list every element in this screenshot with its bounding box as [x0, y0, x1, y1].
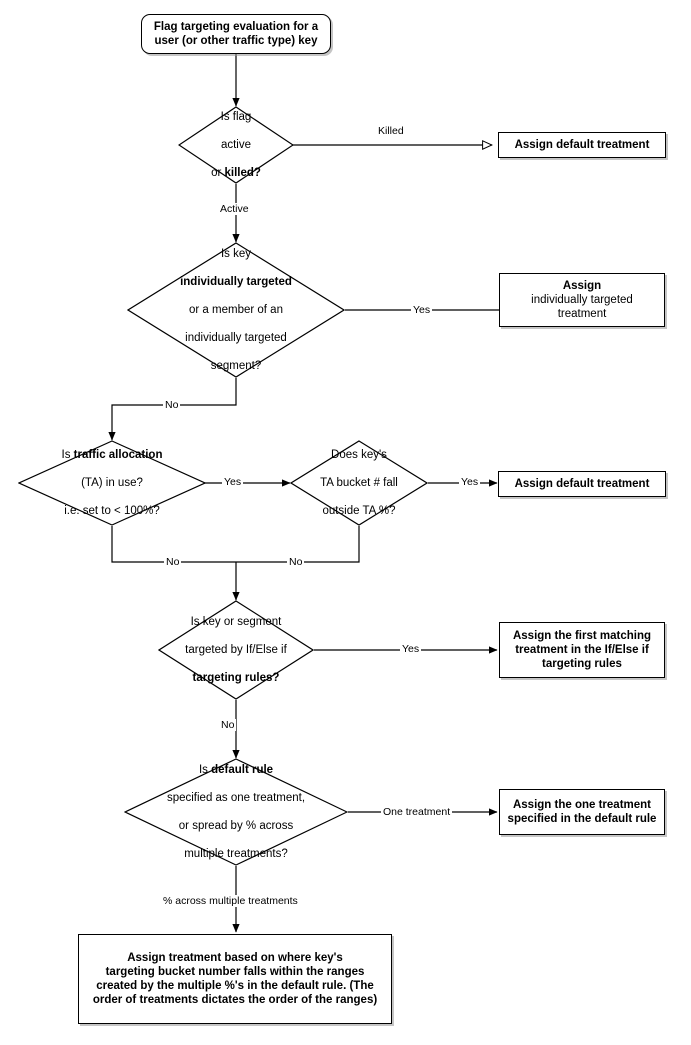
decision-default-rule-label: Is default rule specified as one treatme…: [146, 749, 325, 875]
assign-default-2-label: Assign default treatment: [514, 478, 650, 490]
edge-label-killed: Killed: [376, 125, 406, 137]
ta-line-2: (TA) in use?: [81, 477, 143, 489]
node-decision-individually-targeted[interactable]: Is key individually targeted or a member…: [127, 242, 345, 378]
default-rule-line-4: multiple treatments?: [184, 848, 288, 860]
edge-label-default-one: One treatment: [381, 806, 453, 818]
start-line-1: Flag targeting evaluation for a: [153, 21, 319, 33]
edge-label-active: Active: [218, 203, 251, 215]
individual-box-line-2: individually targeted: [531, 294, 633, 306]
ifelse-line-1: Is key or segment: [190, 616, 282, 628]
first-matching-line-3: targeting rules: [542, 658, 622, 670]
flag-active-line-3-bold: killed?: [224, 167, 261, 179]
node-decision-default-rule[interactable]: Is default rule specified as one treatme…: [124, 758, 348, 866]
node-decision-traffic-allocation[interactable]: Is traffic allocation (TA) in use? i.e. …: [18, 440, 206, 526]
ta-line-3: i.e. set to < 100%?: [64, 505, 160, 517]
node-assign-default-treatment-2[interactable]: Assign default treatment: [498, 471, 666, 497]
node-assign-first-matching[interactable]: Assign the first matching treatment in t…: [499, 622, 665, 678]
edge-label-bucket-yes: Yes: [459, 476, 481, 488]
flag-active-line-3-pre: or: [211, 167, 225, 179]
diamond-shape: [178, 106, 294, 184]
spread-line-2: targeting bucket number falls within the…: [105, 966, 365, 978]
individual-box-line-3: treatment: [557, 308, 607, 320]
ta-line-1: Is traffic allocation: [61, 449, 163, 461]
ifelse-line-3: targeting rules?: [192, 672, 280, 684]
first-matching-line-1: Assign the first matching: [512, 630, 652, 642]
node-assign-one-treatment[interactable]: Assign the one treatment specified in th…: [499, 789, 665, 835]
first-matching-line-2: treatment in the If/Else if: [515, 644, 649, 656]
decision-flag-active-label: Is flag active or killed?: [193, 96, 279, 194]
node-assign-default-treatment-1[interactable]: Assign default treatment: [498, 132, 666, 158]
spread-line-3: created by the multiple %'s in the defau…: [96, 980, 374, 992]
default-rule-line-1: Is default rule: [198, 764, 274, 776]
edge-label-bucket-no: No: [287, 556, 305, 568]
diamond-shape: [158, 600, 314, 700]
node-decision-ifelse-rules[interactable]: Is key or segment targeted by If/Else if…: [158, 600, 314, 700]
diamond-shape: [18, 440, 206, 526]
flag-active-line-3: or killed?: [193, 166, 279, 180]
node-decision-flag-active[interactable]: Is flag active or killed?: [178, 106, 294, 184]
diamond-shape: [124, 758, 348, 866]
decision-individually-targeted-label: Is key individually targeted or a member…: [155, 233, 316, 387]
bucket-line-1: Does key's: [331, 449, 387, 461]
spread-line-4: order of treatments dictates the order o…: [92, 994, 378, 1006]
edge-label-individually-no: No: [163, 399, 181, 411]
edge-label-individually-yes: Yes: [411, 304, 433, 316]
node-assign-spread-treatment[interactable]: Assign treatment based on where key's ta…: [78, 934, 392, 1024]
decision-traffic-allocation-label: Is traffic allocation (TA) in use? i.e. …: [26, 434, 199, 532]
individual-line-3: or a member of an: [189, 304, 283, 316]
edge-label-ta-no: No: [164, 556, 182, 568]
default-rule-line-2: specified as one treatment,: [166, 792, 306, 804]
decision-ifelse-label: Is key or segment targeted by If/Else if…: [164, 601, 308, 699]
default-rule-line-3: or spread by % across: [178, 820, 294, 832]
one-treatment-line-1: Assign the one treatment: [512, 799, 652, 811]
node-start[interactable]: Flag targeting evaluation for a user (or…: [141, 14, 331, 54]
node-assign-individually-targeted[interactable]: Assign individually targeted treatment: [499, 273, 665, 327]
individual-box-line-1: Assign: [562, 280, 602, 292]
edge-label-ta-yes: Yes: [222, 476, 244, 488]
flag-active-line-1: Is flag: [220, 111, 252, 123]
decision-ta-bucket-label: Does key's TA bucket # fall outside TA %…: [300, 434, 419, 532]
bucket-line-2: TA bucket # fall: [320, 477, 398, 489]
diamond-shape: [127, 242, 345, 378]
flag-active-line-2: active: [220, 139, 252, 151]
node-decision-ta-bucket[interactable]: Does key's TA bucket # fall outside TA %…: [290, 440, 428, 526]
edge-label-ifelse-yes: Yes: [400, 643, 422, 655]
start-line-2: user (or other traffic type) key: [154, 35, 318, 47]
diamond-shape: [290, 440, 428, 526]
spread-line-1: Assign treatment based on where key's: [127, 952, 343, 964]
ifelse-line-2: targeted by If/Else if: [185, 644, 287, 656]
edge-label-default-spread: % across multiple treatments: [161, 895, 300, 907]
edge-label-ifelse-no: No: [219, 719, 237, 731]
individual-line-5: segment?: [210, 360, 262, 372]
individual-line-2: individually targeted: [180, 276, 292, 288]
bucket-line-3: outside TA %?: [322, 505, 396, 517]
one-treatment-line-2: specified in the default rule: [507, 813, 657, 825]
individual-line-1: Is key: [220, 248, 252, 260]
individual-line-4: individually targeted: [185, 332, 287, 344]
assign-default-1-label: Assign default treatment: [514, 139, 650, 151]
